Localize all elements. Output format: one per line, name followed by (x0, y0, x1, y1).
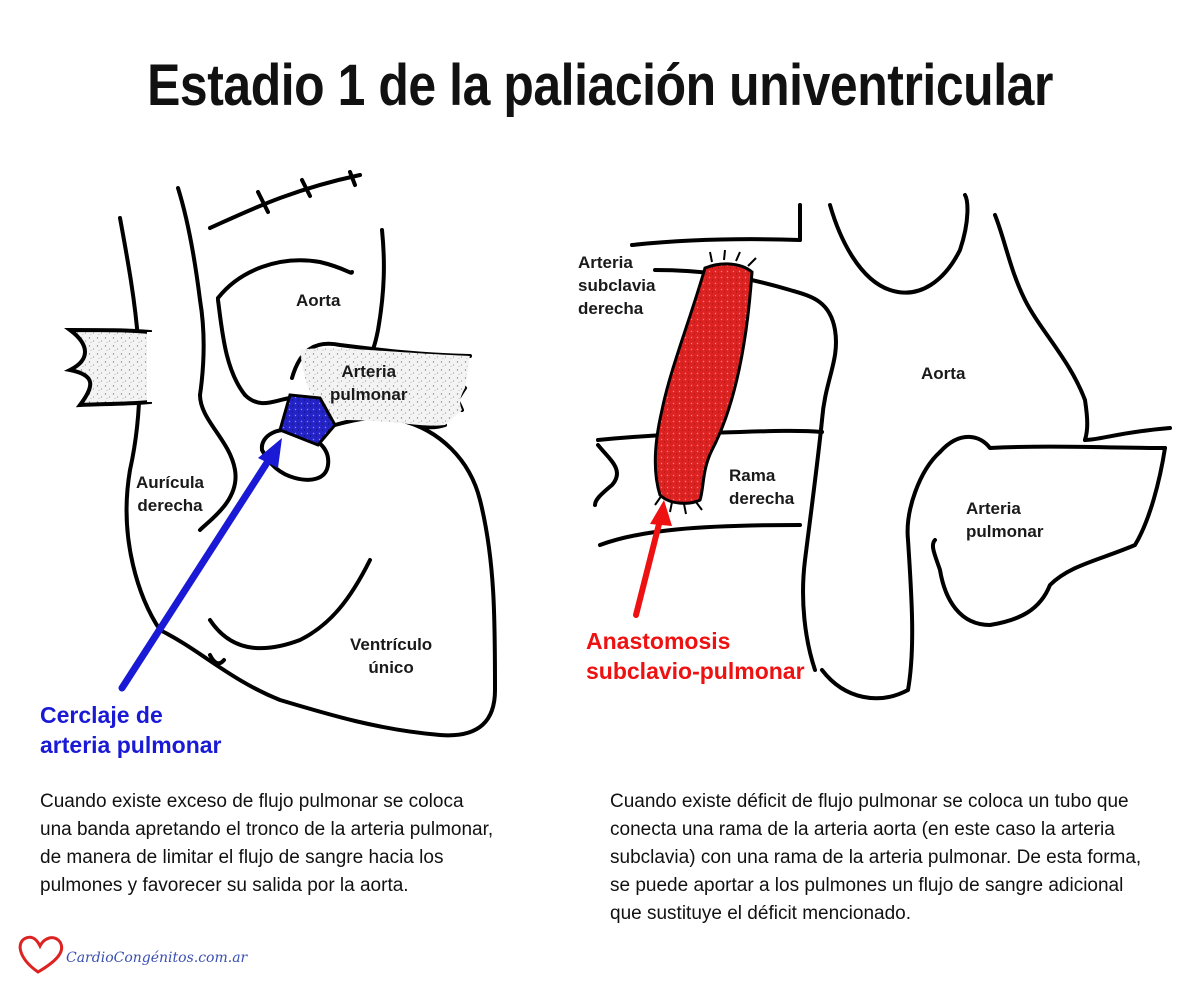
description-right: Cuando existe déficit de flujo pulmonar … (610, 791, 1142, 924)
right-rpa-loop (593, 443, 619, 507)
left-heart-notch (208, 653, 226, 666)
left-svc-right-wall (176, 186, 206, 397)
left-heart-inner (208, 558, 372, 651)
description-left: Cuando existe exceso de flujo pulmonar s… (40, 791, 494, 896)
left-pa-vessel (300, 348, 470, 426)
label-arteria-subclavia-derecha: Arteria subclavia derecha (578, 253, 656, 318)
callout-anastomosis: Anastomosis subclavio-pulmonar (586, 628, 805, 684)
right-rpa-top (596, 428, 824, 442)
left-aortic-arch-top (208, 173, 362, 230)
anastomosis-tube (653, 262, 754, 505)
right-pa-body (820, 450, 942, 701)
red-arrow-head (650, 500, 672, 526)
right-subclavian-top (630, 203, 802, 247)
left-rpa-vessel (63, 327, 152, 408)
left-atrium-lower (198, 393, 238, 532)
right-pa-top (938, 434, 1167, 454)
left-svc-left-wall (118, 216, 162, 632)
page-title: Estadio 1 de la paliación univentricular (147, 53, 1053, 118)
right-aorta-right (993, 213, 1090, 442)
right-aorta-left (801, 418, 824, 672)
left-heart-outline (158, 418, 497, 738)
callout-cerclaje: Cerclaje de arteria pulmonar (40, 702, 222, 758)
label-auricula-derecha: Aurícula derecha (136, 473, 205, 515)
label-aorta-right: Aorta (921, 364, 966, 383)
left-aorta-left-wall (216, 258, 354, 300)
right-pa-right (930, 446, 1167, 627)
left-heart-diagram (118, 170, 497, 738)
label-arteria-pulmonar-right: Arteria pulmonar (966, 499, 1044, 541)
pulmonary-band (278, 393, 337, 447)
right-innominate (828, 193, 970, 295)
left-aortic-arch-branches (256, 170, 357, 214)
label-arteria-pulmonar-left: Arteria pulmonar (330, 362, 408, 404)
brand-footer: CardioCongénitos.com.ar (64, 950, 247, 966)
tube-sutures (654, 249, 757, 515)
blue-arrow-shaft (118, 451, 276, 692)
left-aorta-right-wall (358, 228, 386, 362)
brand-text: CardioCongénitos.com.ar (66, 950, 248, 966)
left-aorta-inner (216, 298, 247, 397)
label-ventriculo-unico: Ventrículo único (350, 635, 433, 677)
right-aorta-wall (1083, 426, 1172, 442)
blue-arrow-head (258, 438, 282, 468)
right-rpa-bottom (598, 523, 802, 547)
heart-logo-icon (18, 935, 63, 974)
label-aorta-left: Aorta (296, 291, 341, 310)
label-rama-derecha: Rama derecha (729, 466, 795, 508)
right-vessels-diagram (593, 193, 1172, 701)
left-aorta-bottom (243, 393, 292, 406)
red-arrow-shaft (633, 517, 663, 618)
